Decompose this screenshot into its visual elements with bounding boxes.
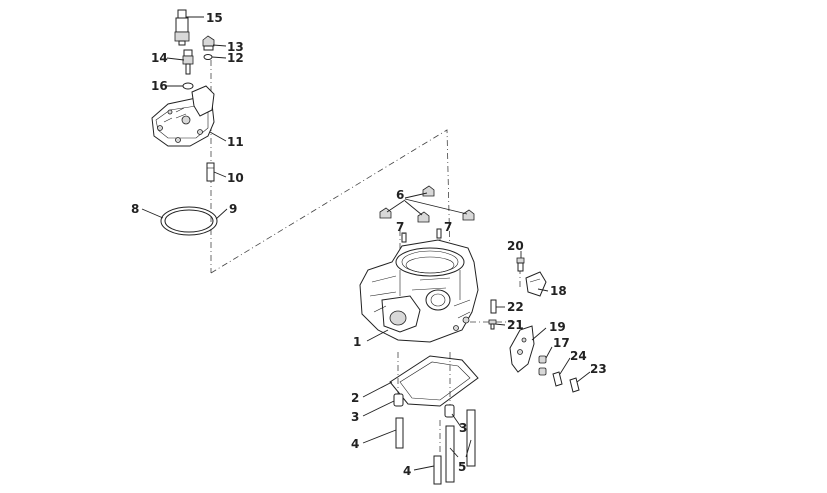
sealing-washer xyxy=(182,82,194,90)
callout-11: 11 xyxy=(227,135,244,149)
long-studs xyxy=(445,409,476,483)
bracket-screws xyxy=(538,355,547,376)
callout-1: 1 xyxy=(353,335,361,349)
callout-8: 8 xyxy=(131,202,139,216)
small-screw xyxy=(488,319,497,330)
o-ring xyxy=(203,54,213,60)
callout-13: 13 xyxy=(227,40,244,54)
dowel-pin-right xyxy=(436,228,442,239)
callout-15: 15 xyxy=(206,11,223,25)
callout-4-left: 4 xyxy=(351,437,359,451)
callout-22: 22 xyxy=(507,300,524,314)
callout-17: 17 xyxy=(553,336,570,350)
callout-labels: 15 13 12 14 16 11 10 8 9 6 7 7 1 2 3 3 4… xyxy=(131,11,607,478)
callout-9: 9 xyxy=(229,202,237,216)
hex-bolts xyxy=(552,371,580,393)
callout-7-right: 7 xyxy=(444,220,452,234)
callout-6: 6 xyxy=(396,188,404,202)
callout-18: 18 xyxy=(550,284,567,298)
callout-20: 20 xyxy=(507,239,524,253)
cylinder-head xyxy=(151,85,215,147)
position-sensor xyxy=(525,271,547,297)
callout-2: 2 xyxy=(351,391,359,405)
cylinder-studs xyxy=(395,417,442,485)
leader-lines xyxy=(141,16,591,471)
head-o-rings xyxy=(160,206,218,236)
stud-bolt xyxy=(206,162,215,182)
spark-plug xyxy=(174,9,190,46)
callout-5: 5 xyxy=(458,460,466,474)
callout-16: 16 xyxy=(151,79,168,93)
callout-10: 10 xyxy=(227,171,244,185)
callout-12: 12 xyxy=(227,51,244,65)
callout-23: 23 xyxy=(590,362,607,376)
callout-21: 21 xyxy=(507,318,524,332)
dowel-sleeve-left xyxy=(393,393,404,407)
callout-24: 24 xyxy=(570,349,587,363)
socket-screw xyxy=(516,257,525,272)
callout-19: 19 xyxy=(549,320,566,334)
callout-7-left: 7 xyxy=(396,220,404,234)
cylinder-base-gasket xyxy=(389,355,479,407)
callout-3-left: 3 xyxy=(351,410,359,424)
callout-14: 14 xyxy=(151,51,168,65)
cap-nut xyxy=(202,35,215,51)
callout-3-right: 3 xyxy=(459,421,467,435)
dowel-sleeve-right xyxy=(444,404,455,418)
callout-4-bottom: 4 xyxy=(403,464,411,478)
guide-pin xyxy=(490,299,497,314)
cylinder-body xyxy=(359,239,479,343)
dowel-pin-left xyxy=(401,232,407,243)
mounting-bracket xyxy=(509,325,535,373)
temperature-sensor xyxy=(182,49,194,75)
